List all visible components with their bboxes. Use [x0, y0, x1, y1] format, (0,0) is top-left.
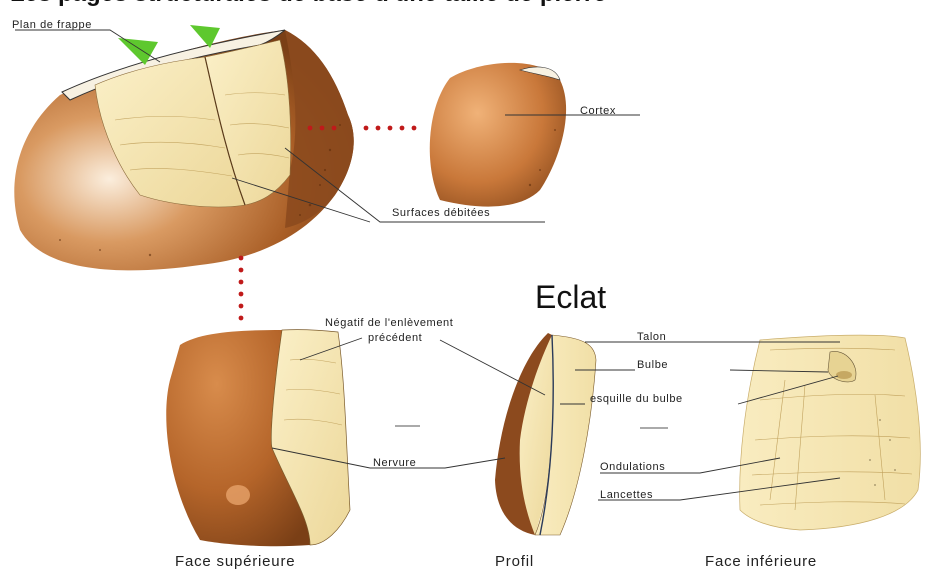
label-bulbe: Bulbe [637, 359, 668, 371]
cortex-flake [430, 63, 566, 207]
nucleus-illustration [14, 25, 353, 270]
caption-face-inferieure: Face inférieure [705, 553, 817, 570]
label-plan-de-frappe: Plan de frappe [12, 19, 92, 31]
label-lancettes: Lancettes [600, 489, 653, 501]
label-talon: Talon [637, 331, 666, 343]
flake-upper-face [166, 330, 420, 547]
caption-profil: Profil [495, 553, 534, 570]
label-negatif-line2: précédent [368, 332, 422, 344]
captions: Face supérieure Profil Face inférieure [175, 553, 817, 570]
label-negatif-line1: Négatif de l'enlèvement [325, 317, 453, 329]
label-nervure: Nervure [373, 457, 416, 469]
caption-face-superieure: Face supérieure [175, 553, 295, 570]
label-ondulations: Ondulations [600, 461, 665, 473]
flake-lower-face [740, 335, 921, 530]
label-esquille: esquille du bulbe [590, 393, 683, 405]
label-cortex: Cortex [580, 105, 616, 117]
label-eclat: Eclat [535, 279, 606, 315]
label-surfaces-debitees: Surfaces débitées [392, 207, 490, 219]
